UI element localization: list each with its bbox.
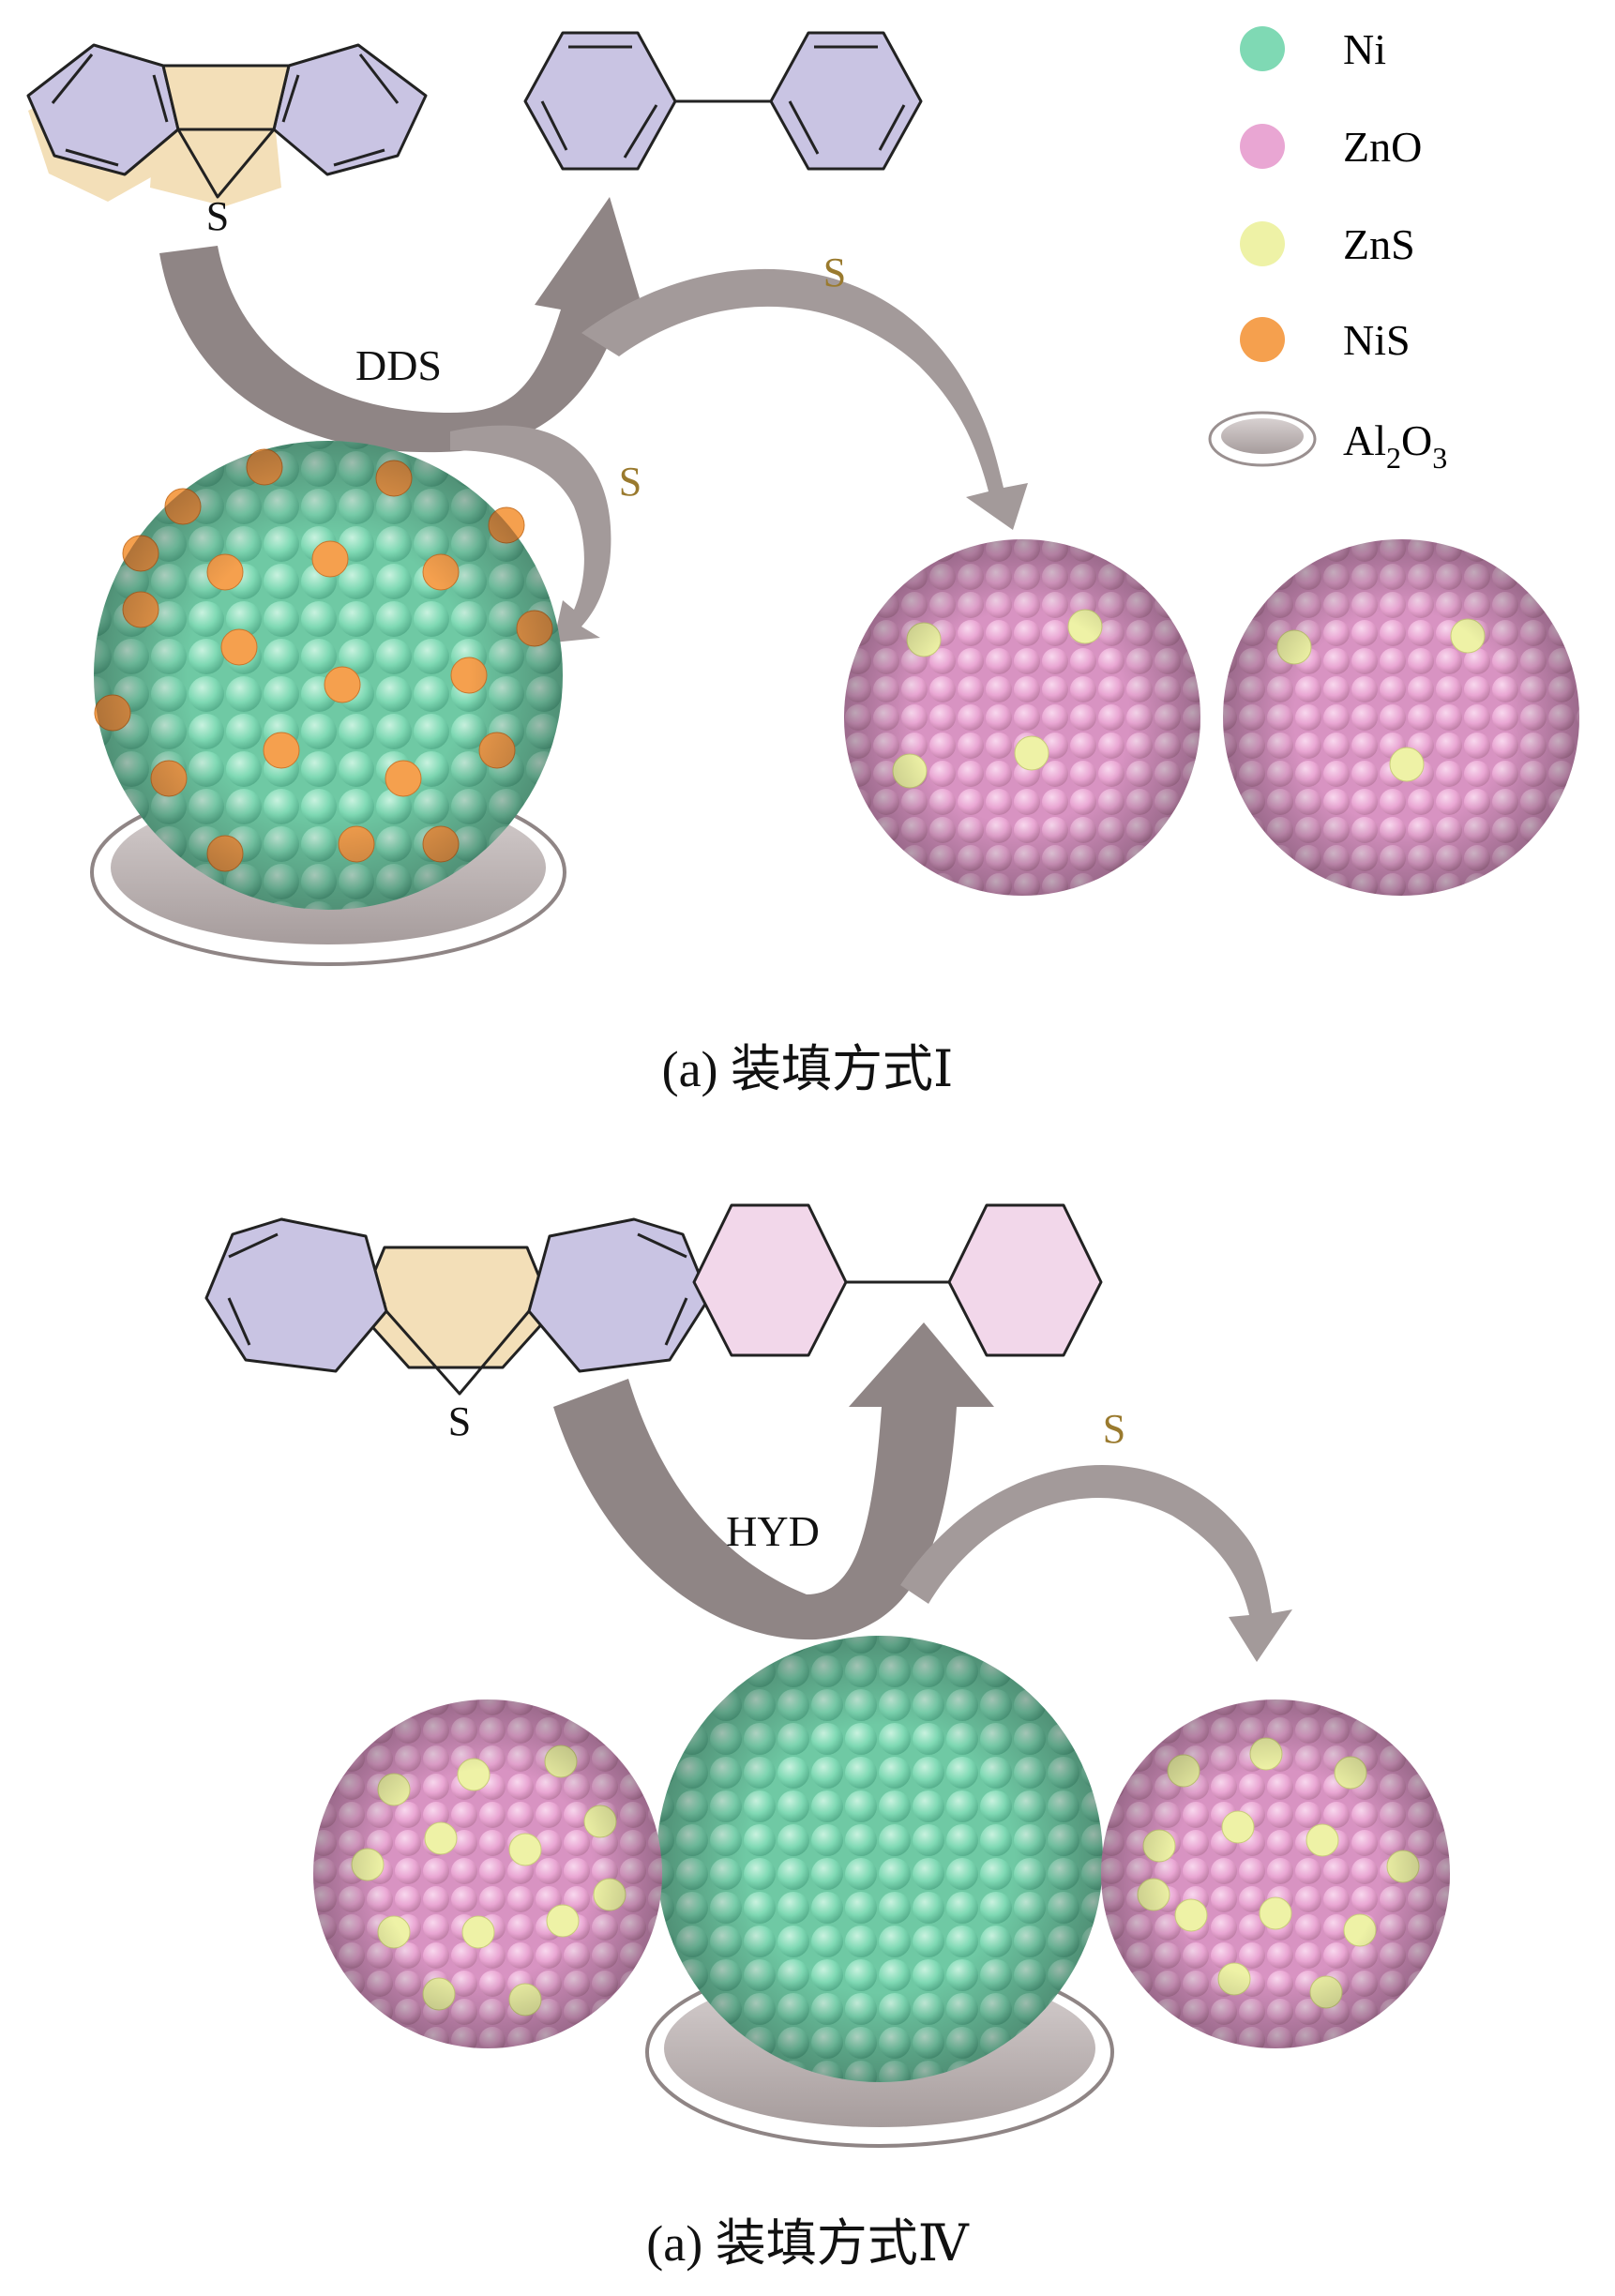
sulfur-label-a2: S <box>619 459 641 505</box>
pathway-label-dds: DDS <box>355 341 442 389</box>
sulfur-label-a1: S <box>823 249 846 295</box>
zno-particle-a1 <box>844 539 1200 896</box>
legend-zns-label: ZnS <box>1343 220 1415 268</box>
zno-particle-b-right <box>1101 1699 1450 2048</box>
dibenzothiophene-molecule-a: S <box>26 43 428 239</box>
legend: Ni ZnO ZnS NiS Al2O3 <box>1208 25 1447 475</box>
zno-particle-b-left <box>313 1699 662 2048</box>
caption-panel-a: (a) 装填方式Ⅰ <box>662 1041 954 1097</box>
legend-nis-label: NiS <box>1343 316 1411 364</box>
hyd-arrow <box>553 1322 994 1640</box>
ni-nis-particle-a <box>94 441 563 910</box>
reactant-sulfur-atom-a: S <box>206 193 229 239</box>
legend-zno-label: ZnO <box>1343 123 1422 171</box>
panel-b: S HYD S <box>204 1203 1450 2272</box>
dds-arrow <box>159 197 647 453</box>
legend-zno-swatch <box>1240 124 1285 169</box>
legend-ni-swatch <box>1240 26 1285 71</box>
legend-nis-swatch <box>1240 317 1285 362</box>
legend-zns-swatch <box>1240 221 1285 266</box>
ni-particle-b <box>657 1636 1103 2082</box>
legend-al2o3-swatch <box>1221 418 1304 454</box>
legend-ni-label: Ni <box>1343 25 1386 73</box>
bicyclohexyl-molecule <box>692 1203 1103 1357</box>
panel-a: S DDS S S <box>26 31 1579 1097</box>
caption-panel-b: (a) 装填方式Ⅳ <box>646 2215 969 2272</box>
sulfur-arrow-to-nis <box>450 425 611 642</box>
biphenyl-molecule <box>523 31 923 171</box>
reactant-sulfur-atom-b: S <box>448 1398 471 1444</box>
zno-particle-a2 <box>1223 539 1579 896</box>
sulfur-arrow-to-zno-b <box>900 1465 1292 1662</box>
pathway-label-hyd: HYD <box>726 1507 820 1555</box>
sulfur-label-b: S <box>1103 1406 1125 1452</box>
dibenzothiophene-molecule-b: S <box>204 1217 711 1444</box>
legend-al2o3-label: Al2O3 <box>1343 416 1447 475</box>
sulfur-arrow-to-zno-a <box>581 268 1028 530</box>
